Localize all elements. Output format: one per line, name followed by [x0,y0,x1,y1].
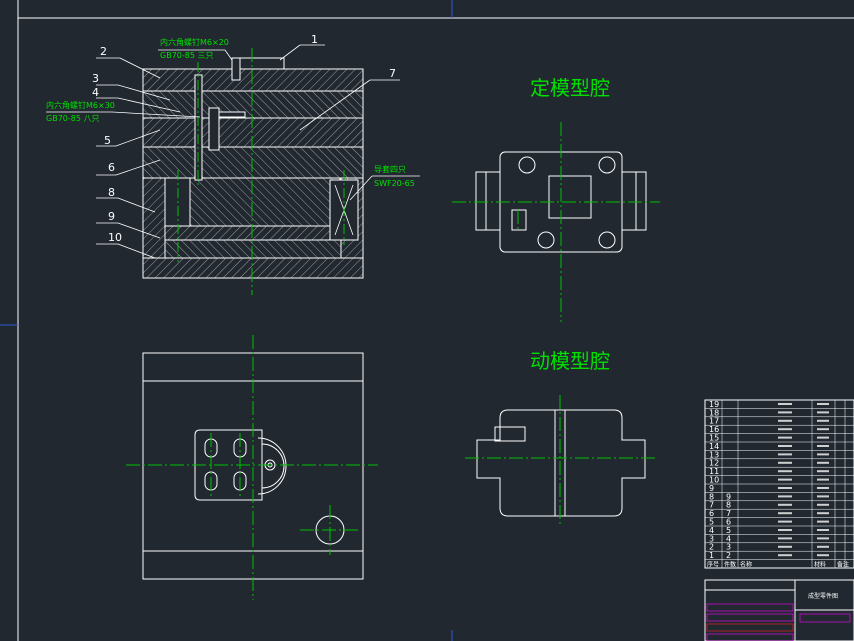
bom-row-no: 6 [709,509,714,518]
bom-row-no: 11 [709,467,719,476]
bom-row-qty: 6 [726,518,731,527]
bom-header-cell: 名称 [740,561,752,569]
screw-note-2-line2: GB70-85 八只 [46,114,99,123]
bom-row-no: 2 [709,543,714,552]
callout-4: 4 [92,86,99,99]
bom-row-no: 17 [709,417,719,426]
moving-cavity-centerlines [465,395,655,525]
guide-pin-left [194,74,203,181]
callout-10: 10 [108,231,122,244]
bom-header-cell: 件数 [724,561,736,569]
bom-row-no: 19 [709,400,719,409]
bom-row-no: 16 [709,425,719,434]
bush-note-line1: 导套四只 [374,164,406,174]
bom-row-qty: 5 [726,526,731,535]
callout-1: 1 [311,33,318,46]
ejector-retainer [164,225,342,241]
bom-row-no: 7 [709,501,714,510]
plan-centerlines [126,335,378,600]
bom-row-no: 13 [709,450,719,459]
bom-row-no: 8 [709,492,714,501]
moving-cavity-view [476,409,646,517]
bom-row-qty: 9 [726,492,731,501]
bom-header-cell: 材料 [814,561,826,569]
screw-notes: 内六角螺钉M6×20 GB70-85 三只 内六角螺钉M6×30 GB70-85… [46,37,415,188]
bom-row-no: 15 [709,434,719,443]
bom-row-no: 1 [709,551,714,560]
callout-3: 3 [92,72,99,85]
screw-note-1-line2: GB70-85 三只 [160,51,213,60]
callout-7: 7 [389,67,396,80]
bom-row-no: 10 [709,476,719,485]
bom-row-no: 3 [709,534,714,543]
bom-row-qty: 3 [726,543,731,552]
bom-row-no: 14 [709,442,719,451]
bom-row-qty: 7 [726,509,731,518]
sprue-bushing [235,57,285,70]
callout-2: 2 [100,45,107,58]
title-block-name: 成型零件图 [808,592,838,600]
bom-row-no: 9 [709,484,714,493]
screw-note-1-line1: 内六角螺钉M6×20 [160,37,229,47]
fixed-cavity-centerlines [452,122,660,322]
title-block: 成型零件图 [704,579,854,641]
ejector-plate [164,239,342,259]
bom-header-cell: 备注 [837,561,849,569]
callout-numbers: 1 2 3 4 5 6 7 8 9 10 [92,33,396,244]
callouts [46,44,420,259]
bom-row-qty: 4 [726,534,731,543]
callout-8: 8 [108,186,115,199]
bom-row-no: 4 [709,526,714,535]
top-clamp-plate [142,68,364,92]
screw-note-2-line1: 内六角螺钉M6×30 [46,100,115,110]
fixed-cavity-title: 定模型腔 [530,76,610,100]
bom-row-qty: 2 [726,551,731,560]
callout-5: 5 [104,134,111,147]
bush-note-line2: SWF20-65 [374,179,415,188]
bom-row-no: 12 [709,459,719,468]
bom-header-cell: 序号 [707,561,719,569]
support-block [189,177,341,227]
fixed-plate [142,90,364,119]
core-plate [142,146,364,179]
bom-row-no: 5 [709,518,714,527]
spacer-block-left [142,177,166,259]
moving-cavity-title: 动模型腔 [530,349,610,373]
bom-row-no: 18 [709,408,719,417]
bom-row-qty: 8 [726,501,731,510]
callout-6: 6 [108,161,115,174]
callout-9: 9 [108,210,115,223]
bottom-clamp-plate [142,257,364,279]
section-view [142,48,364,295]
cavity-plate [142,117,364,148]
